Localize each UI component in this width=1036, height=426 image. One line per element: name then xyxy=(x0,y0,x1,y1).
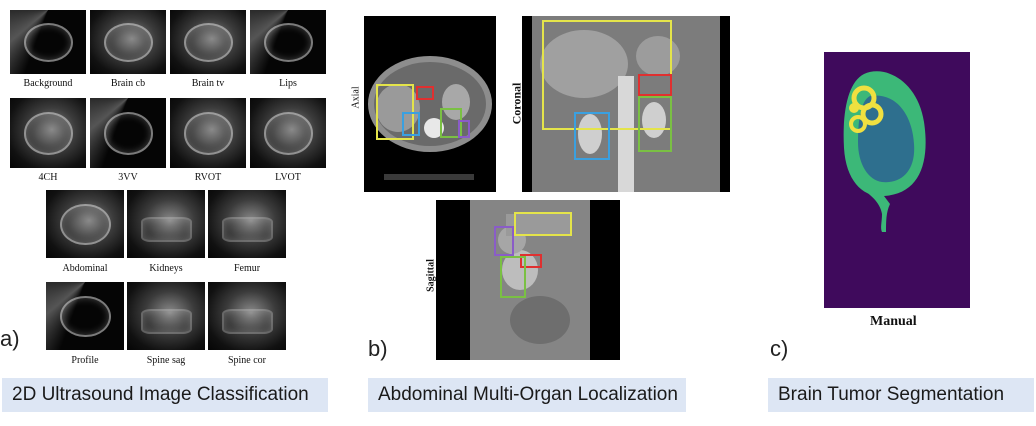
bbox-spleen-axial xyxy=(440,108,462,138)
panel-letter-b: b) xyxy=(368,336,388,361)
bbox-gallbladder-sagittal xyxy=(520,254,542,268)
us-image-abdominal xyxy=(46,190,124,258)
us-label-femur: Femur xyxy=(233,263,261,274)
ct-coronal-graphic xyxy=(532,16,720,192)
us-label-brain-cb: Brain cb xyxy=(110,78,146,89)
us-image-spine-sag xyxy=(127,282,205,350)
panel-letter-c: c) xyxy=(770,336,789,361)
us-image-background xyxy=(10,10,86,74)
ct-axial-image xyxy=(364,16,496,192)
us-image-spine-cor xyxy=(208,282,286,350)
us-label-profile: Profile xyxy=(71,355,99,366)
us-label-brain-tv: Brain tv xyxy=(191,78,225,89)
ct-sagittal-graphic xyxy=(470,200,590,360)
bbox-stomach-sagittal xyxy=(494,226,514,256)
us-image-4ch xyxy=(10,98,86,168)
us-image-brain-cb xyxy=(90,10,166,74)
us-image-femur xyxy=(208,190,286,258)
us-label-background: Background xyxy=(23,78,73,89)
segmentation-image xyxy=(824,52,970,308)
us-image-3vv xyxy=(90,98,166,168)
us-label-rvot: RVOT xyxy=(194,172,222,183)
view-label-axial: Axial xyxy=(350,86,362,109)
bbox-gallbladder-coronal xyxy=(638,74,672,96)
ct-sagittal-image xyxy=(436,200,620,360)
us-image-kidneys xyxy=(127,190,205,258)
us-label-abdominal: Abdominal xyxy=(62,263,108,274)
bbox-kidney-axial xyxy=(402,112,420,136)
bbox-kidney-coronal xyxy=(574,112,610,160)
us-image-brain-tv xyxy=(170,10,246,74)
bbox-spleen-coronal xyxy=(638,96,672,152)
us-label-spine-cor: Spine cor xyxy=(227,355,267,366)
bbox-spleen-sagittal xyxy=(500,256,526,298)
us-label-4ch: 4CH xyxy=(38,172,58,183)
us-image-profile xyxy=(46,282,124,350)
us-label-kidneys: Kidneys xyxy=(149,263,183,274)
us-label-3vv: 3VV xyxy=(118,172,138,183)
caption-brain-tumor-segmentation: Brain Tumor Segmentation xyxy=(768,378,1034,412)
us-image-lips xyxy=(250,10,326,74)
us-image-lvot xyxy=(250,98,326,168)
bbox-gallbladder-axial xyxy=(416,86,434,100)
bbox-stomach-axial xyxy=(458,120,470,138)
caption-multi-organ-localization: Abdominal Multi-Organ Localization xyxy=(368,378,686,412)
bbox-liver-sagittal xyxy=(514,212,572,236)
segmentation-label-manual: Manual xyxy=(870,314,917,329)
us-label-spine-sag: Spine sag xyxy=(146,355,186,366)
panel-letter-a: a) xyxy=(0,326,20,351)
segmentation-graphic xyxy=(824,52,970,308)
us-label-lips: Lips xyxy=(279,78,297,89)
ct-coronal-image xyxy=(522,16,730,192)
us-label-lvot: LVOT xyxy=(275,172,301,183)
caption-ultrasound-classification: 2D Ultrasound Image Classification xyxy=(2,378,328,412)
us-image-rvot xyxy=(170,98,246,168)
view-label-sagittal: Sagittal xyxy=(425,259,437,292)
